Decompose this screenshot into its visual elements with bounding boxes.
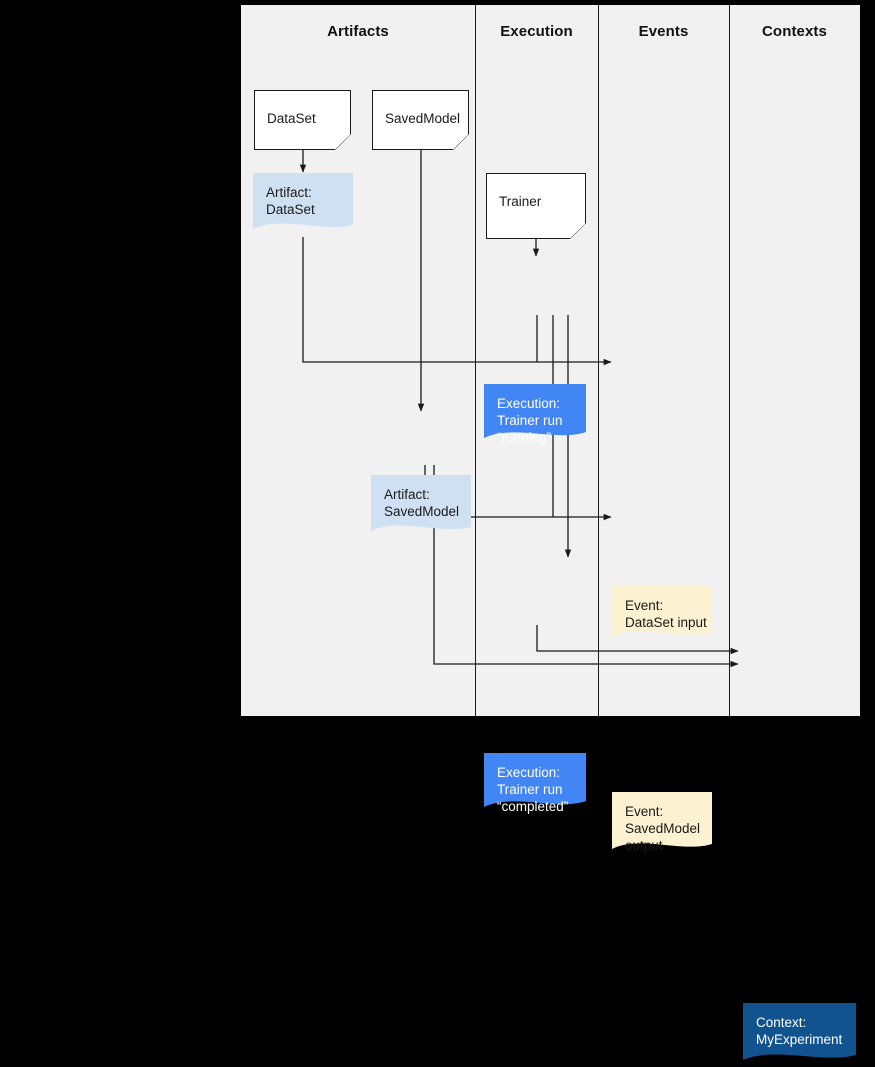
node-execution-completed-label: Execution: Trainer run “completed” — [497, 765, 569, 814]
node-execution-running-label: Execution: Trainer run “running” — [497, 396, 563, 445]
node-artifact-savedmodel[interactable]: Artifact: SavedModel — [371, 475, 471, 539]
edge-artifact-dataset-to-event-input — [302, 237, 612, 366]
node-artifact-savedmodel-label: Artifact: SavedModel — [384, 487, 460, 519]
node-execution-running[interactable]: Execution: Trainer run “running” — [484, 384, 586, 445]
column-divider-events-contexts — [729, 5, 730, 716]
column-header-contexts: Contexts — [762, 23, 827, 40]
page-fold-icon — [452, 134, 469, 150]
node-execution-completed[interactable]: Execution: Trainer run “completed” — [484, 753, 586, 814]
node-event-savedmodel-output-label: Event: SavedModel output — [625, 804, 701, 853]
node-event-dataset-input[interactable]: Event: DataSet input — [612, 586, 712, 644]
page-fold-icon — [569, 223, 586, 239]
node-document-dataset[interactable]: DataSet — [254, 90, 351, 150]
column-header-execution: Execution — [500, 23, 573, 40]
column-header-events: Events — [638, 23, 689, 40]
node-document-trainer-label: Trainer — [499, 194, 542, 209]
node-event-dataset-input-label: Event: DataSet input — [625, 598, 707, 630]
node-artifact-dataset[interactable]: Artifact: DataSet — [253, 173, 353, 237]
node-context-myexperiment-label: Context: MyExperiment — [756, 1015, 843, 1047]
node-document-savedmodel-label: SavedModel — [385, 111, 461, 126]
page-fold-icon — [334, 134, 351, 150]
node-document-dataset-label: DataSet — [267, 111, 316, 126]
diagram-canvas: Artifacts Execution Events Contexts — [241, 5, 860, 1060]
wavy-shape — [612, 586, 712, 637]
diagram-board: Artifacts Execution Events Contexts — [241, 5, 860, 1060]
column-divider-artifacts-execution — [475, 5, 476, 716]
wavy-shape — [371, 475, 471, 531]
node-document-savedmodel[interactable]: SavedModel — [372, 90, 469, 150]
node-context-myexperiment[interactable]: Context: MyExperiment — [743, 1003, 856, 1067]
node-document-trainer[interactable]: Trainer — [486, 173, 586, 239]
wavy-shape — [253, 173, 353, 229]
node-event-savedmodel-output[interactable]: Event: SavedModel output — [612, 792, 712, 856]
edge-execution-completed-to-context — [536, 625, 739, 655]
node-artifact-dataset-label: Artifact: DataSet — [266, 185, 315, 217]
column-header-artifacts: Artifacts — [327, 23, 389, 40]
column-divider-execution-events — [598, 5, 599, 716]
wavy-shape — [484, 384, 586, 438]
edge-artifact-savedmodel-to-context — [433, 465, 739, 668]
